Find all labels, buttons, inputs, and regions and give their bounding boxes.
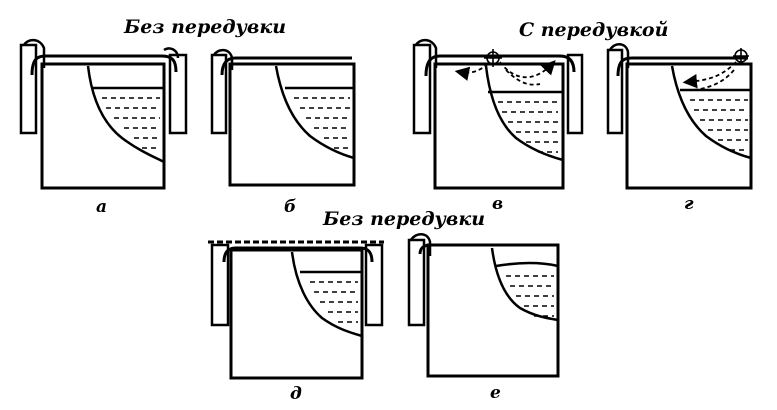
slope-profile xyxy=(274,65,355,160)
slope-profile xyxy=(670,65,752,160)
mouth-rim xyxy=(30,54,178,76)
heading-top-right: С передувкой xyxy=(519,19,668,41)
vessel-body xyxy=(40,62,166,190)
panel-g xyxy=(606,43,753,190)
left-slab xyxy=(412,43,432,135)
nozzle-cross xyxy=(733,48,749,64)
panel-a xyxy=(19,38,188,190)
slope-profile xyxy=(490,247,559,322)
label-v: в xyxy=(492,194,503,214)
label-d: д xyxy=(290,384,302,404)
label-a: а xyxy=(96,197,107,217)
water-waves xyxy=(690,99,748,151)
water-waves xyxy=(506,275,554,317)
panel-d xyxy=(208,240,384,380)
vessel-body xyxy=(228,62,356,187)
air-flow-arc xyxy=(505,69,541,86)
water-waves xyxy=(498,101,558,153)
left-slab xyxy=(407,238,426,327)
water-surface xyxy=(495,261,559,268)
air-flow-arc xyxy=(693,69,735,91)
right-slab xyxy=(364,243,384,327)
label-g: г xyxy=(684,194,694,214)
water-waves xyxy=(310,281,358,323)
vessel-body xyxy=(229,248,364,380)
heading-top-left: Без передувки xyxy=(123,16,286,38)
slope-profile xyxy=(484,65,564,162)
water-waves xyxy=(294,97,350,149)
left-lance xyxy=(608,43,630,68)
left-lance xyxy=(414,38,438,68)
left-lance xyxy=(22,38,46,68)
left-lance xyxy=(409,233,432,256)
label-b: б xyxy=(284,197,296,217)
right-lance xyxy=(163,47,180,59)
mouth-rim xyxy=(424,54,576,77)
panel-e xyxy=(407,233,560,378)
mouth-rim xyxy=(220,56,352,76)
mouth-rim xyxy=(222,246,374,263)
mouth-rim xyxy=(616,56,748,77)
water-waves xyxy=(102,97,160,149)
heading-bottom: Без передувки xyxy=(322,208,485,230)
vessel-body xyxy=(433,62,565,190)
left-lance xyxy=(212,48,234,70)
panel-b xyxy=(210,48,356,187)
air-flow-arrow-left xyxy=(454,63,489,81)
air-flow-arrow xyxy=(499,60,556,79)
panel-v xyxy=(412,38,584,190)
right-slab xyxy=(168,53,188,135)
right-slab xyxy=(566,53,584,135)
slope-profile xyxy=(86,65,165,164)
label-e: е xyxy=(490,383,501,403)
left-slab xyxy=(210,243,230,327)
slope-profile xyxy=(290,251,363,338)
nozzle-cross xyxy=(484,49,502,67)
left-slab xyxy=(19,43,38,135)
vessel-body xyxy=(426,243,560,378)
